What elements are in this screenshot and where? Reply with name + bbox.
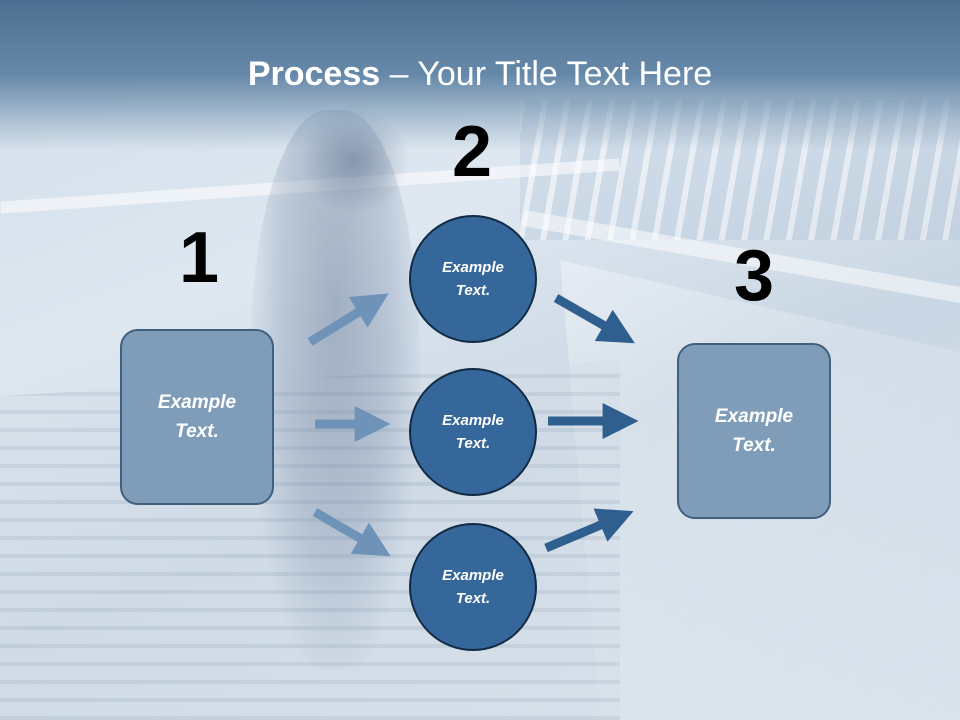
process-circle-middle-label: Example Text. [423, 409, 523, 455]
process-box-left: Example Text. [120, 329, 274, 505]
process-circle-bottom: Example Text. [409, 523, 537, 651]
process-circle-bottom-label: Example Text. [423, 564, 523, 610]
process-box-right-label: Example Text. [689, 402, 819, 460]
process-box-right: Example Text. [677, 343, 831, 519]
process-box-left-label: Example Text. [132, 388, 262, 446]
process-circle-middle: Example Text. [409, 368, 537, 496]
arrow-bottom-to-right [546, 516, 622, 548]
arrow-left-to-top [310, 300, 378, 342]
arrow-top-to-right [556, 298, 624, 337]
arrow-left-to-bottom [315, 512, 380, 550]
process-circle-top: Example Text. [409, 215, 537, 343]
process-circle-top-label: Example Text. [423, 256, 523, 302]
